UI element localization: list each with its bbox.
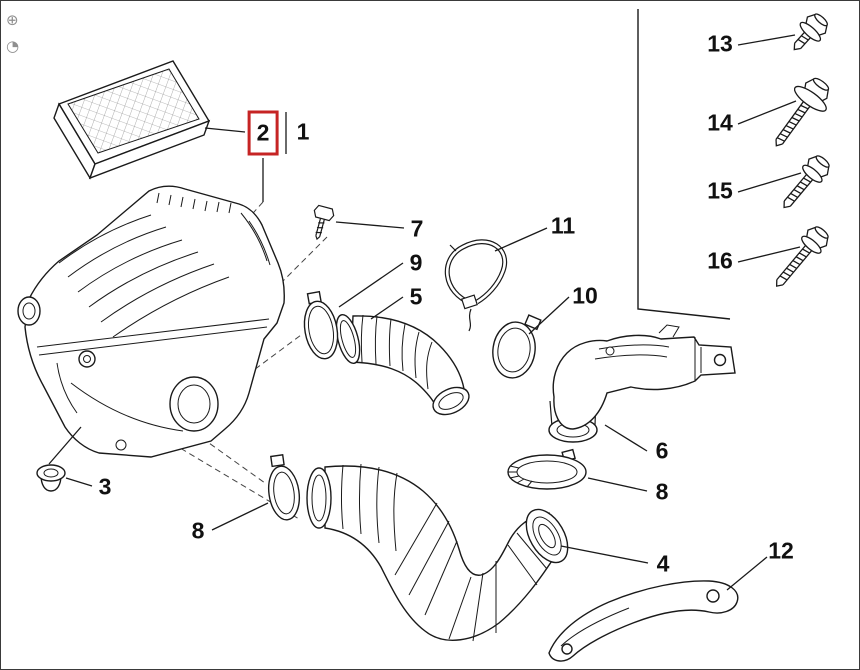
part-air-cleaner-housing xyxy=(17,185,285,458)
part-clamp-10 xyxy=(492,314,542,379)
part-label-6[interactable]: 6 xyxy=(655,437,669,464)
part-clamp-9 xyxy=(303,290,339,360)
part-label-10[interactable]: 10 xyxy=(572,282,598,309)
part-sensor-wiring-11 xyxy=(444,239,508,332)
part-clamp-8-left xyxy=(267,454,301,521)
part-label-1[interactable]: 1 xyxy=(296,118,310,145)
part-clamp-8-right xyxy=(507,448,587,490)
part-label-12[interactable]: 12 xyxy=(768,537,794,564)
part-label-16[interactable]: 16 xyxy=(707,247,733,274)
part-intake-duct-6 xyxy=(548,324,736,443)
part-label-11[interactable]: 11 xyxy=(550,212,576,239)
part-bolt-15 xyxy=(783,155,830,209)
part-label-3[interactable]: 3 xyxy=(98,473,112,500)
part-label-8-right[interactable]: 8 xyxy=(655,478,669,505)
part-hose-5 xyxy=(335,314,470,416)
part-bracket-12 xyxy=(548,580,739,662)
part-label-7[interactable]: 7 xyxy=(410,215,424,242)
part-label-5[interactable]: 5 xyxy=(409,283,423,310)
part-label-14[interactable]: 14 xyxy=(707,109,733,136)
part-hose-4 xyxy=(306,463,569,642)
rotate-view-icon[interactable]: ◔ xyxy=(6,37,20,55)
part-screw-7 xyxy=(313,204,335,241)
part-label-15[interactable]: 15 xyxy=(707,177,733,204)
part-bolt-14 xyxy=(775,77,830,147)
magnifier-icon[interactable]: ⊕ xyxy=(6,11,19,29)
leader-lines xyxy=(48,34,802,591)
part-bolt-13 xyxy=(793,13,828,51)
separator-line xyxy=(637,9,731,320)
part-grommet-3 xyxy=(36,464,66,492)
part-label-4[interactable]: 4 xyxy=(656,550,670,577)
part-bolt-16 xyxy=(775,226,829,287)
part-air-filter-element xyxy=(53,60,211,180)
part-label-8-left[interactable]: 8 xyxy=(191,517,205,544)
part-label-9[interactable]: 9 xyxy=(409,249,423,276)
part-label-2-highlighted[interactable]: 2 xyxy=(247,110,279,156)
part-label-13[interactable]: 13 xyxy=(707,30,733,57)
